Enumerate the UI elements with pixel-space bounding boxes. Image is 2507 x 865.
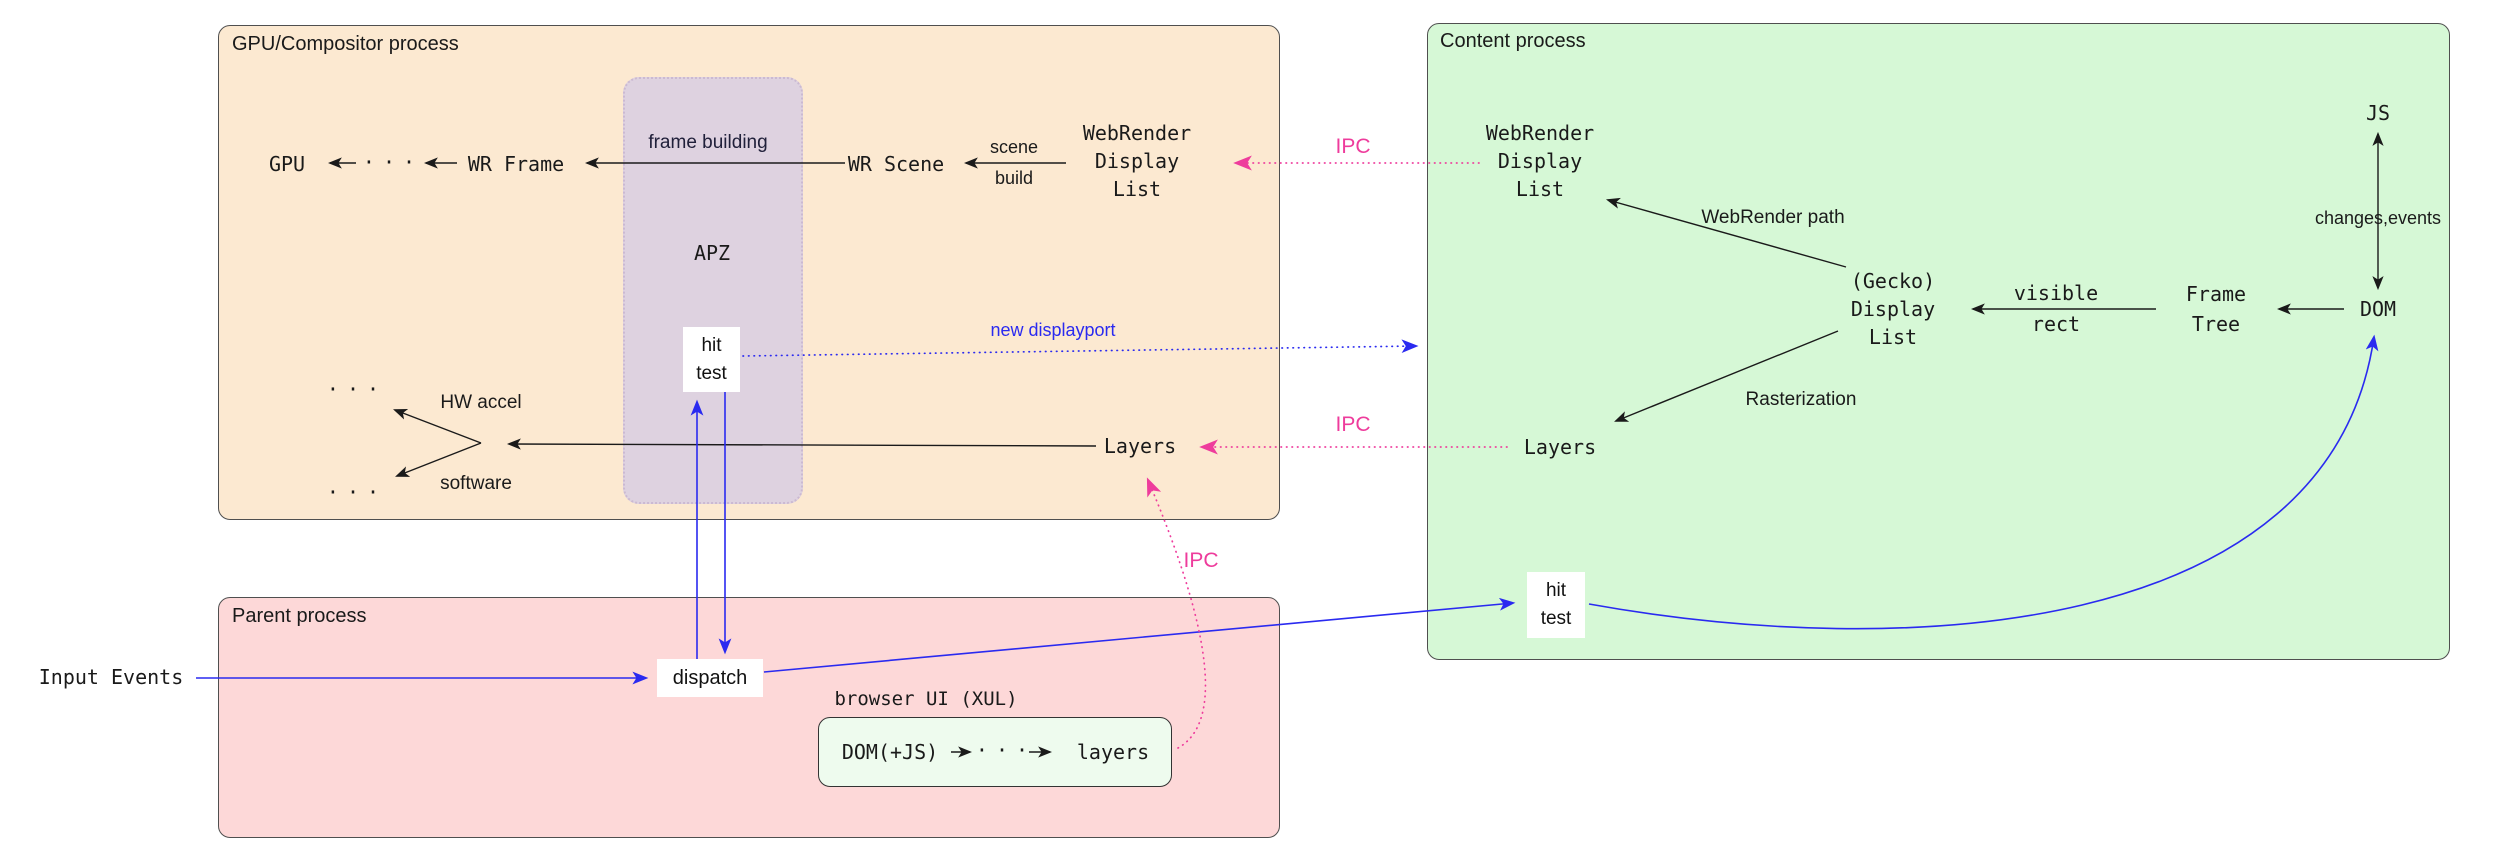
label-ipc-low: IPC	[1183, 549, 1219, 572]
node-ui-dom-js: DOM(+JS)	[841, 740, 939, 764]
label-scene-build: scene build	[989, 137, 1039, 188]
node-layers-content: Layers	[1523, 435, 1597, 459]
label-visible-rect: visible rect	[2013, 281, 2099, 336]
dispatch-box: dispatch	[657, 659, 763, 697]
node-gpu: GPU	[268, 152, 306, 176]
arrow-content-hittest-to-dom	[1588, 334, 2379, 630]
gpu-process-title: GPU/Compositor process	[232, 33, 459, 55]
arrow-fork-to-sw	[395, 442, 482, 477]
parent-process-title: Parent process	[232, 605, 367, 627]
browser-ui-box	[818, 717, 1172, 787]
label-ipc-top: IPC	[1335, 135, 1371, 158]
node-dom: DOM	[2359, 297, 2397, 321]
node-gecko-display-list: (Gecko) Display List	[1850, 269, 1936, 349]
label-browser-ui: browser UI (XUL)	[834, 688, 1018, 710]
label-frame-building: frame building	[648, 132, 768, 153]
node-frame-tree: Frame Tree	[2185, 282, 2247, 336]
arrow-layers-to-compositor-fork	[506, 438, 1097, 450]
label-new-displayport: new displayport	[990, 320, 1116, 340]
arrow-ipc-browserui-layers	[1146, 477, 1207, 749]
content-process-box	[1427, 23, 2450, 660]
label-changes-events: changes,events	[2314, 208, 2442, 228]
content-process-title: Content process	[1440, 30, 1586, 52]
apz-region-box	[623, 77, 803, 504]
arrow-geckodl-to-layers-raster	[1614, 330, 1839, 422]
node-wrdl-gpu: WebRender Display List	[1082, 121, 1192, 201]
label-ipc-mid: IPC	[1335, 413, 1371, 436]
arrow-dispatch-to-content-hittest	[763, 597, 1516, 673]
dots-hw: · · ·	[326, 377, 379, 401]
label-webrender-path: WebRender path	[1701, 207, 1845, 228]
hit-test-box-gpu: hit test	[683, 327, 740, 392]
label-hw-accel: HW accel	[440, 392, 522, 413]
dots-ui: · · ·	[975, 738, 1028, 762]
label-rasterization: Rasterization	[1745, 389, 1857, 410]
node-wr-frame: WR Frame	[467, 152, 565, 176]
arrow-fork-to-hw	[393, 409, 482, 444]
node-js: JS	[2365, 101, 2391, 125]
arrow-geckodl-to-wrdl	[1605, 197, 1847, 268]
dots-sw: · · ·	[326, 480, 379, 504]
node-layers-gpu: Layers	[1103, 434, 1177, 458]
node-apz: APZ	[693, 241, 731, 265]
node-wrdl-content: WebRender Display List	[1485, 121, 1595, 201]
node-wr-scene: WR Scene	[847, 152, 945, 176]
label-input-events: Input Events	[38, 665, 184, 689]
node-ui-layers: layers	[1076, 740, 1150, 764]
label-software: software	[440, 473, 512, 494]
arrow-new-displayport	[742, 339, 1419, 357]
hit-test-box-content: hit test	[1527, 572, 1585, 638]
dots-gpu-chain: · · ·	[362, 150, 415, 174]
